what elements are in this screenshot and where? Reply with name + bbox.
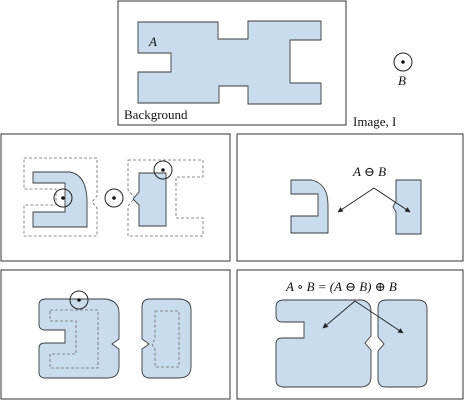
opening-arrow-right [354, 300, 404, 334]
eroded-core-right [151, 310, 180, 368]
erosion-arrow-left [337, 187, 375, 213]
eroded-core-left [49, 309, 99, 369]
erosion-arrow-right [373, 187, 411, 213]
dilation-probe-circle [69, 290, 89, 310]
erosion-outline-left [23, 157, 98, 237]
erosion-result-left [290, 179, 329, 234]
eroded-right-shape [132, 172, 167, 227]
probe-circle-middle [104, 188, 124, 208]
erosion-label: A ⊖ B [352, 164, 386, 179]
dilated-left-shape [38, 298, 120, 379]
probe-origin-left [61, 196, 65, 200]
erosion-outline-right [127, 159, 204, 237]
image-label: Image, I [353, 114, 396, 129]
probe-circle-left [53, 188, 73, 208]
probe-circle-right [153, 160, 173, 180]
erosion-result-right [392, 179, 422, 235]
opening-result-left [275, 299, 372, 388]
probe-origin-right [161, 168, 165, 172]
probe-origin-middle [112, 196, 116, 200]
opening-label: A ∘ B = (A ⊖ B) ⊕ B [285, 279, 397, 294]
eroded-left-shape [32, 171, 88, 228]
structuring-element-b [393, 52, 413, 72]
opening-result-right [377, 299, 428, 388]
structuring-element-origin [401, 60, 405, 64]
set-a-label: A [148, 34, 157, 49]
erosion-result-panel [236, 133, 464, 262]
background-label: Background [124, 107, 188, 122]
structuring-element-label: B [398, 73, 406, 88]
dilation-probe-origin [77, 298, 81, 302]
set-a-shape [137, 20, 322, 105]
opening-arrow-left [322, 300, 356, 329]
